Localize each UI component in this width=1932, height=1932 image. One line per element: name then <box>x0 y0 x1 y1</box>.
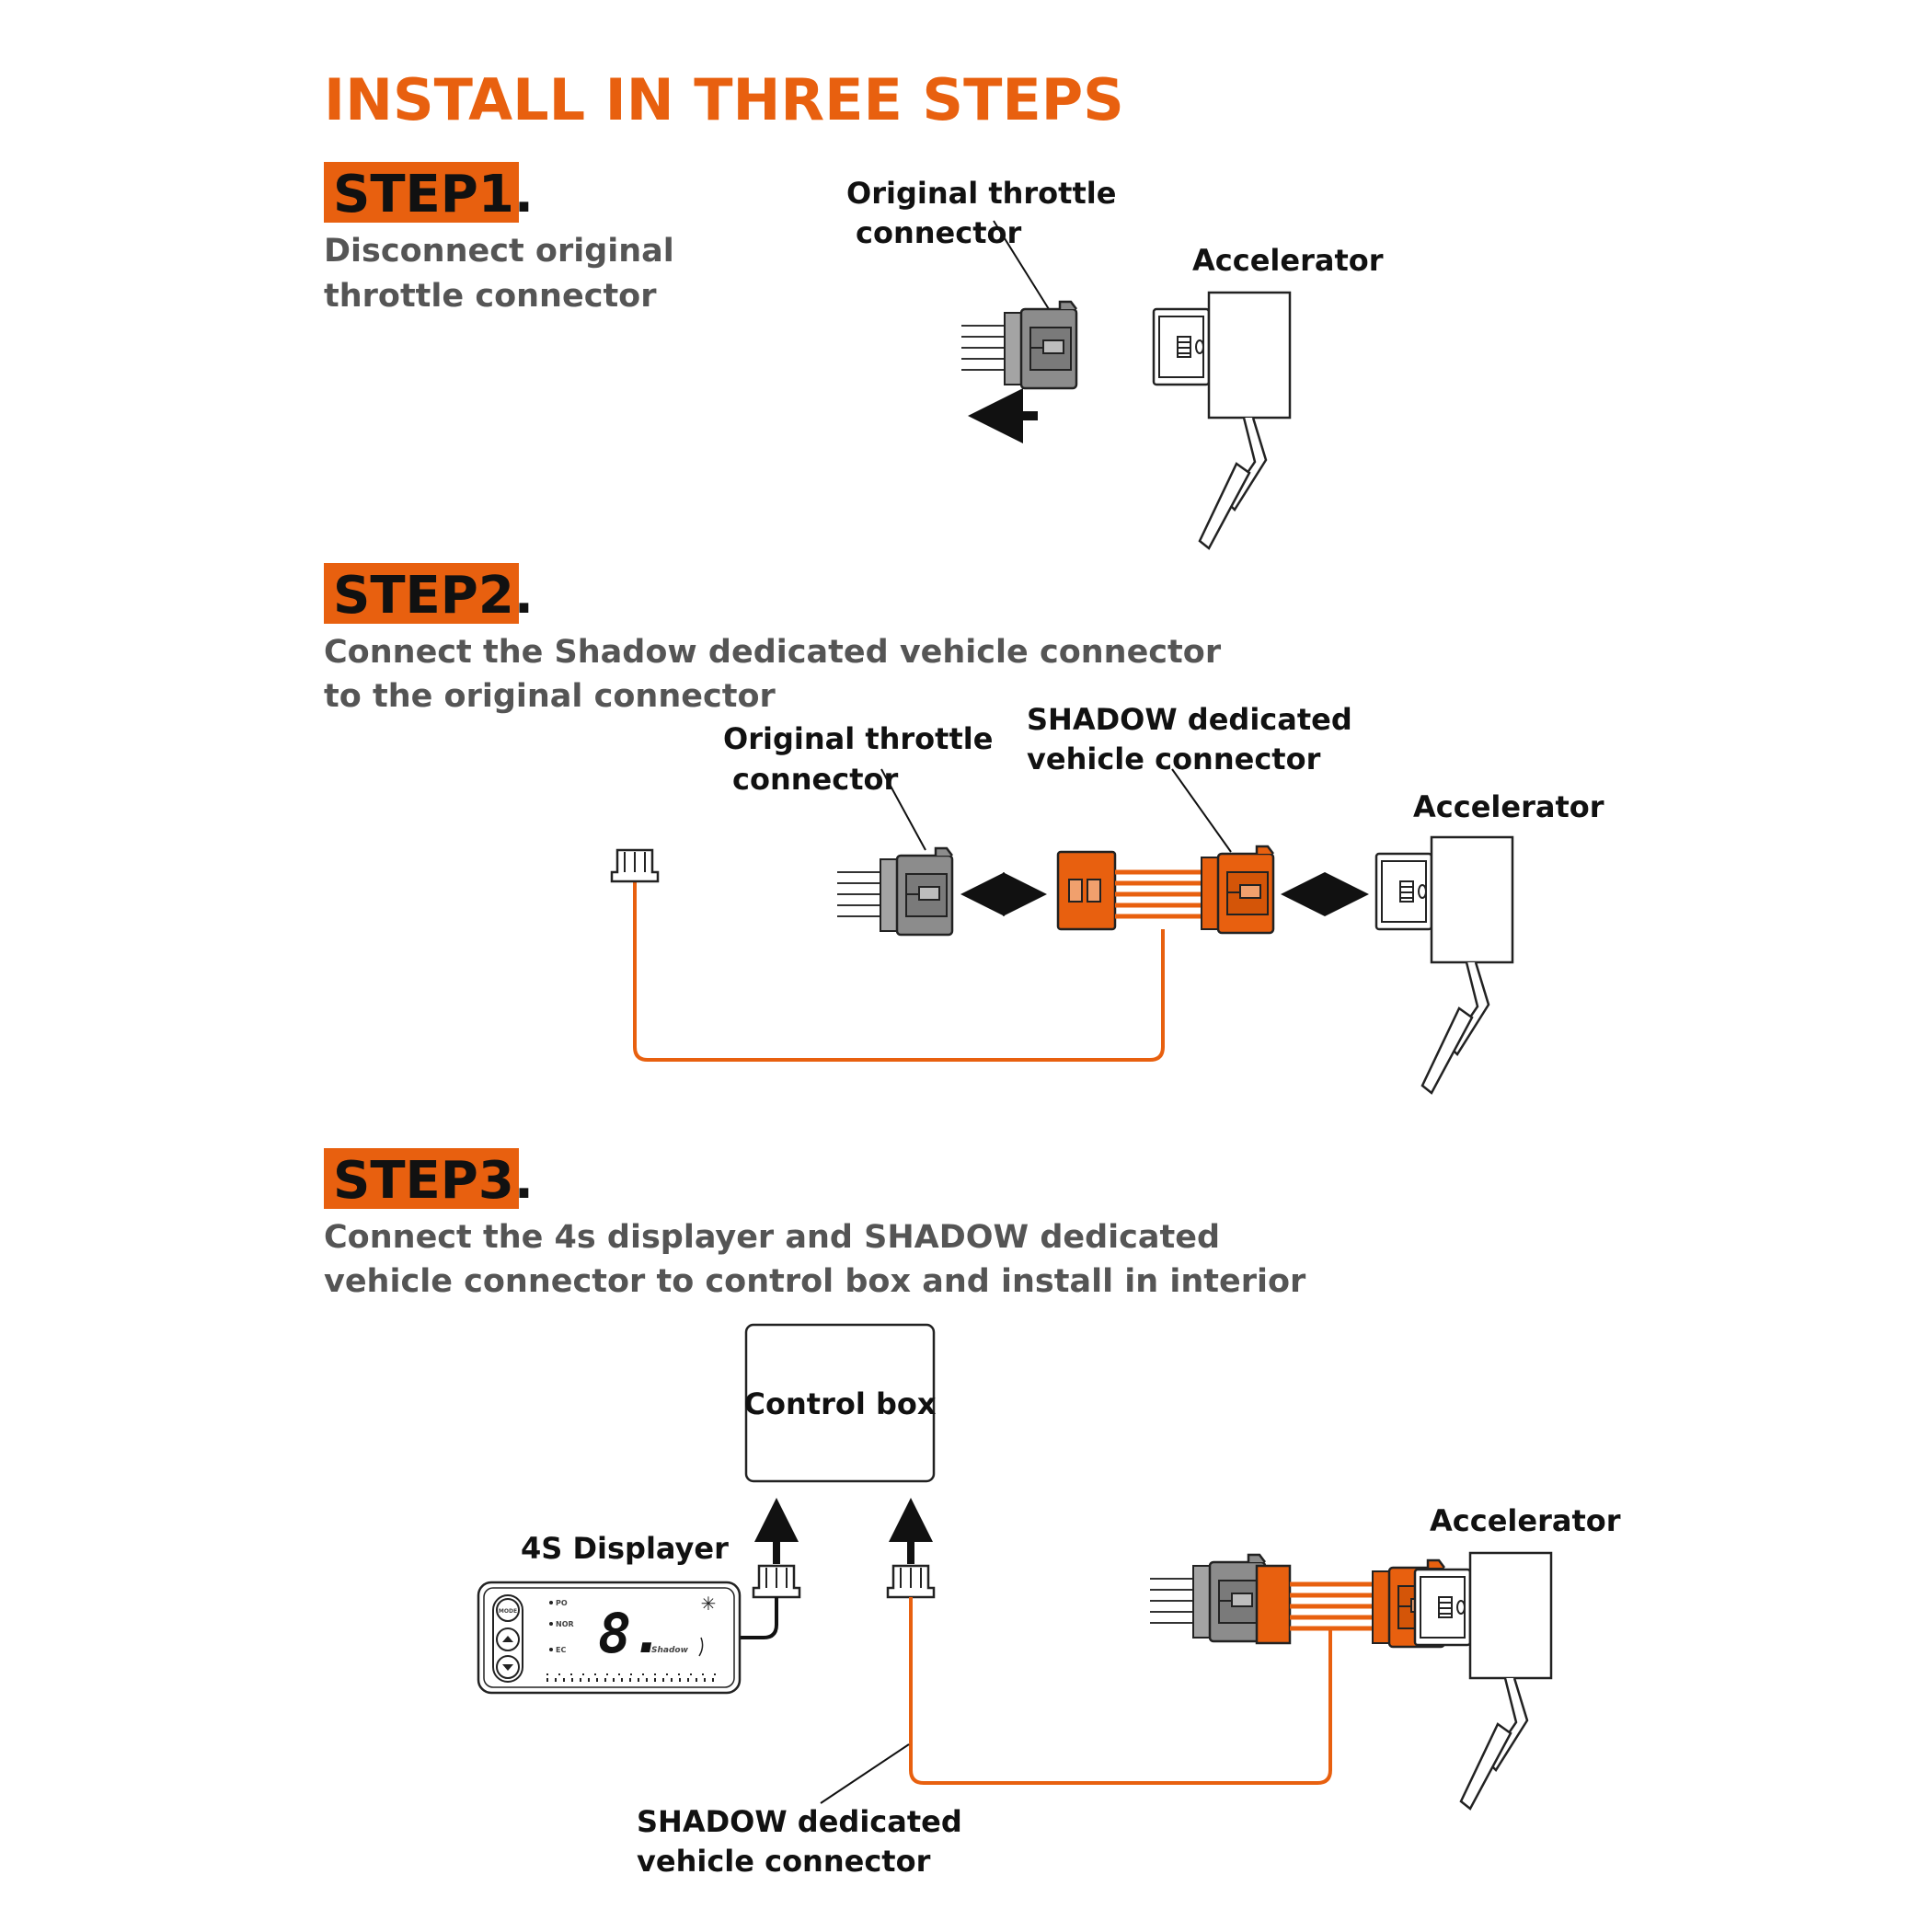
step-3-label-shadow-1: SHADOW dedicated <box>637 1804 962 1839</box>
step-2-desc-line-1: Connect the Shadow dedicated vehicle con… <box>324 634 1222 671</box>
step-2-label-original-2: connector <box>732 762 898 797</box>
displayer-digit: 8. <box>598 1602 664 1666</box>
step-1-accelerator <box>1152 291 1292 550</box>
step-3-badge <box>324 1148 519 1209</box>
step-3-label-shadow-2: vehicle connector <box>637 1844 931 1879</box>
step-1: STEP1. Disconnect original throttle conn… <box>324 162 1384 550</box>
step-2-shadow-harness <box>1056 850 1207 931</box>
step-2-badge-text: STEP2. <box>333 566 534 626</box>
step-2-leader-shadow <box>1171 768 1232 853</box>
up-arrow-icon <box>502 1636 513 1642</box>
step-1-label-accelerator: Accelerator <box>1192 243 1384 278</box>
displayer-brand: Shadow <box>651 1646 689 1655</box>
step-3-badge-text: STEP3. <box>333 1151 534 1211</box>
displayer-device: MODE PO NOR EC 8. ✳ Shadow <box>477 1581 778 1695</box>
step-1-desc-line-1: Disconnect original <box>324 233 674 270</box>
step-2-accelerator <box>1374 835 1514 1095</box>
step-2-cable <box>633 874 1165 1062</box>
step-3-shadow-harness <box>1255 1564 1376 1645</box>
step-1-desc-line-2: throttle connector <box>324 278 657 315</box>
step-2-original-connector <box>835 846 954 937</box>
step-1-original-connector <box>960 300 1078 390</box>
step-1-badge <box>324 162 519 223</box>
step-1-label-original-2: connector <box>856 215 1021 250</box>
step-3-desc-line-1: Connect the 4s displayer and SHADOW dedi… <box>324 1219 1220 1256</box>
displayer-mode-po: PO <box>556 1599 568 1607</box>
control-box <box>744 1323 936 1483</box>
step-3-shadow-plug <box>886 1564 936 1599</box>
step-2-shadow-connector <box>1200 845 1275 935</box>
step-2-label-shadow-1: SHADOW dedicated <box>1027 702 1352 737</box>
step-3-accelerator <box>1413 1551 1553 1811</box>
step-2-plug <box>610 848 660 883</box>
step-2-leader-original <box>880 768 926 851</box>
step-2-label-original-1: Original throttle <box>723 721 993 756</box>
step-3-desc-line-2: vehicle connector to control box and ins… <box>324 1263 1306 1300</box>
snowflake-icon: ✳ <box>701 1593 717 1615</box>
step-3: STEP3. Connect the 4s displayer and SHAD… <box>324 1148 1621 1879</box>
page-title: INSTALL IN THREE STEPS <box>324 66 1124 133</box>
step-3-label-accelerator: Accelerator <box>1430 1503 1621 1538</box>
step-3-original-connector <box>1148 1553 1267 1643</box>
step-1-label-original-1: Original throttle <box>846 176 1116 211</box>
step-1-leader-line <box>993 220 1050 310</box>
step-2-badge <box>324 563 519 624</box>
step-3-displayer-plug <box>752 1564 801 1599</box>
step-2: STEP2. Connect the Shadow dedicated vehi… <box>324 563 1604 1095</box>
control-box-label: Control box <box>744 1386 937 1421</box>
down-arrow-icon <box>502 1664 513 1671</box>
step-1-badge-text: STEP1. <box>333 165 534 224</box>
displayer-label: 4S Displayer <box>521 1531 729 1566</box>
displayer-mode-button: MODE <box>499 1608 517 1615</box>
step-2-label-accelerator: Accelerator <box>1413 789 1604 824</box>
step-3-leader-shadow <box>820 1743 910 1804</box>
step-3-cable <box>909 1597 1332 1785</box>
displayer-mode-nor: NOR <box>556 1620 574 1628</box>
step-2-desc-line-2: to the original connector <box>324 678 776 715</box>
displayer-mode-ec: EC <box>556 1646 566 1654</box>
